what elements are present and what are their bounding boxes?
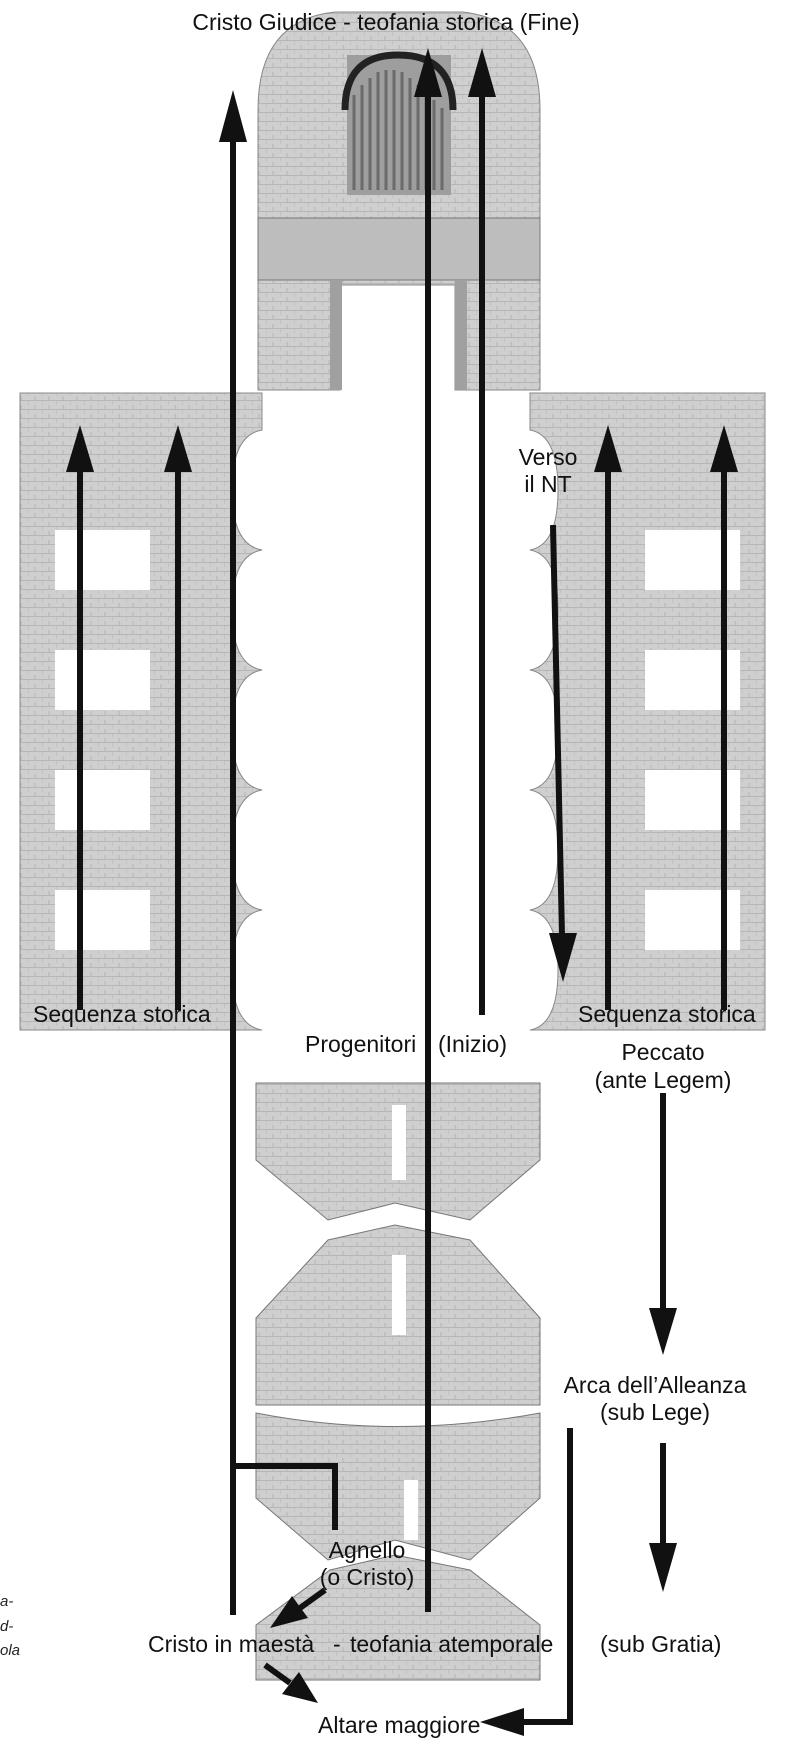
organ-pillar-right — [455, 280, 467, 390]
side-note-3: ola — [0, 1642, 20, 1659]
label-altare: Altare maggiore — [318, 1712, 480, 1738]
label-dash: - — [333, 1631, 341, 1657]
label-arca-2: (sub Lege) — [600, 1399, 710, 1425]
label-verso-2: il NT — [524, 471, 571, 497]
label-arca-1: Arca dell’Alleanza — [564, 1372, 747, 1398]
label-peccato-1: Peccato — [621, 1039, 704, 1065]
organ-balcony — [258, 218, 540, 280]
vault-panels — [256, 1083, 540, 1680]
label-verso-1: Verso — [519, 444, 578, 470]
label-cristo-maesta: Cristo in maestà — [148, 1631, 314, 1657]
label-teofania-atemporale: teofania atemporale — [350, 1631, 553, 1657]
label-top: Cristo Giudice - teofania storica (Fine) — [192, 9, 579, 35]
label-agnello-1: Agnello — [329, 1537, 406, 1563]
organ-section — [258, 12, 540, 390]
label-seq-left: Sequenza storica — [33, 1001, 211, 1027]
organ-pillar-left — [330, 280, 342, 390]
organ-pipes — [345, 55, 453, 195]
label-progenitori: Progenitori — [305, 1031, 416, 1057]
label-inizio: (Inizio) — [438, 1031, 507, 1057]
side-note-1: a- — [0, 1593, 13, 1610]
label-peccato-2: (ante Legem) — [595, 1067, 732, 1093]
left-nave-wall — [20, 393, 262, 1030]
label-seq-right: Sequenza storica — [578, 1001, 756, 1027]
side-note-2: d- — [0, 1618, 13, 1635]
label-agnello-2: (o Cristo) — [320, 1564, 415, 1590]
label-sub-gratia: (sub Gratia) — [600, 1631, 721, 1657]
